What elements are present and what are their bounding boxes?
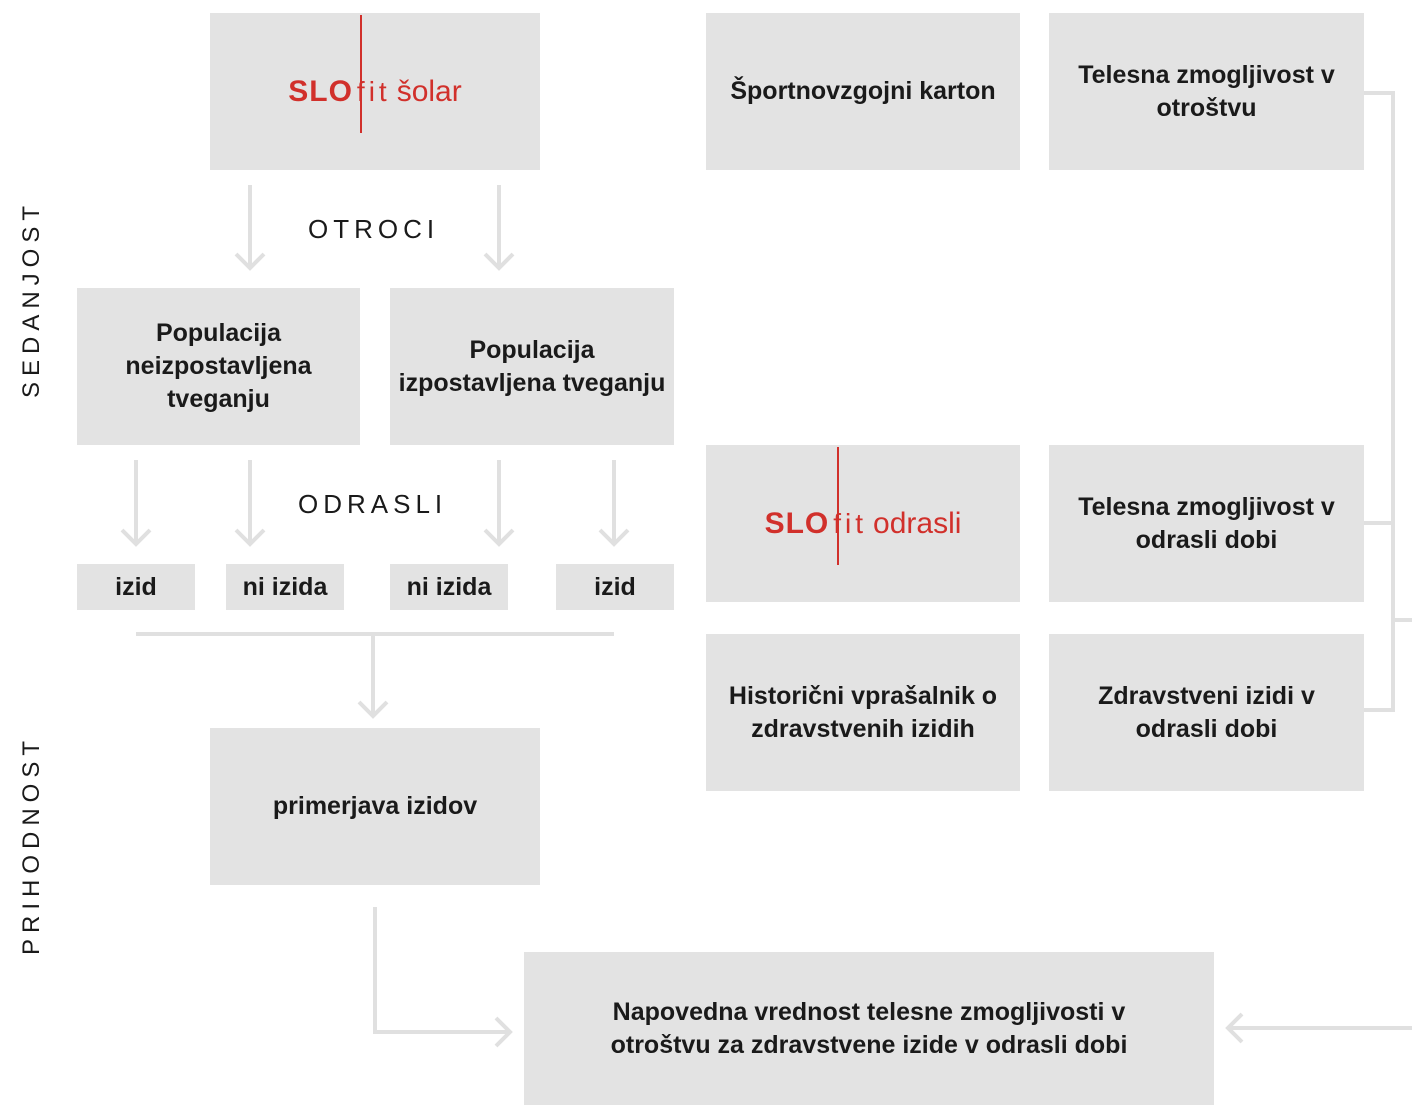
logo-bar [360, 15, 363, 133]
health-outcomes-adult-box: Zdravstveni izidi v odrasli dobi [1049, 634, 1364, 791]
no-outcome-box-1: ni izida [226, 564, 344, 610]
slofit-solar-logo: SLO fit šolar [288, 15, 462, 133]
children-label: OTROCI [308, 214, 440, 244]
logo-slo-text: SLO [288, 75, 353, 108]
no-outcome-box-2: ni izida [390, 564, 508, 610]
adults-label: ODRASLI [298, 489, 448, 519]
future-label: PRIHODNOST [18, 734, 45, 955]
population-not-at-risk-box: Populacija neizpostavljena tveganju [77, 288, 360, 445]
fitness-adult-box: Telesna zmogljivost v odrasli dobi [1049, 445, 1364, 602]
fitness-childhood-box: Telesna zmogljivost v otroštvu [1049, 13, 1364, 170]
result-box: Napovedna vrednost telesne zmogljivosti … [524, 952, 1214, 1105]
historic-questionnaire-box: Historični vprašalnik o zdravstvenih izi… [706, 634, 1020, 791]
outcome-box-2: izid [556, 564, 674, 610]
slofit-odrasli-logo: SLO fit odrasli [764, 447, 962, 565]
outcome-box-1: izid [77, 564, 195, 610]
sport-card-box: Športnovzgojni karton [706, 13, 1020, 170]
slofit-solar-box: SLO fit šolar [210, 13, 540, 170]
present-label: SEDANJOST [18, 199, 45, 398]
logo-slo-text: SLO [764, 507, 830, 540]
logo-suffix-text: odrasli [873, 507, 962, 540]
population-at-risk-box: Populacija izpostavljena tveganju [390, 288, 674, 445]
compare-outcomes-box: primerjava izidov [210, 728, 540, 885]
logo-suffix-text: šolar [396, 75, 462, 108]
logo-bar [836, 447, 839, 565]
slofit-odrasli-box: SLO fit odrasli [706, 445, 1020, 602]
